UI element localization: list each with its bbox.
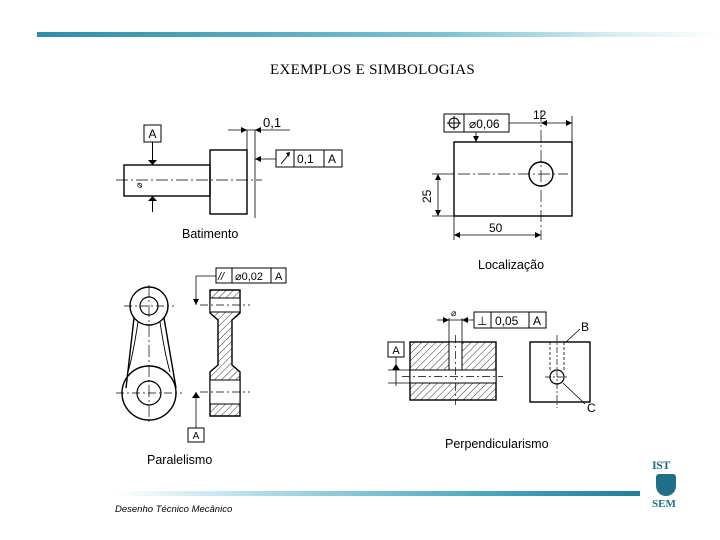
paralelismo-frame-value: ⌀0,02 <box>235 271 263 283</box>
logo-bottom-text: SEM <box>652 498 676 510</box>
top-accent-bar <box>37 32 720 37</box>
localizacao-dim-bottom: 50 <box>489 221 503 235</box>
batimento-diameter-symbol: ⌀ <box>134 182 144 188</box>
batimento-frame-datum: A <box>328 152 336 166</box>
perpendicularismo-label-b: B <box>581 320 589 334</box>
caption-localizacao: Localização <box>478 258 545 272</box>
paralelismo-datum-label: A <box>193 431 200 442</box>
localizacao-frame-value: ⌀0,06 <box>469 117 500 131</box>
paralelismo-frame-datum: A <box>275 271 283 283</box>
page-title: EXEMPLOS E SIMBOLOGIAS <box>270 62 475 78</box>
caption-perpendicularismo: Perpendicularismo <box>445 437 549 451</box>
footer-text: Desenho Técnico Mecânico <box>115 504 233 515</box>
batimento-tolerance-top: 0,1 <box>263 115 281 130</box>
bottom-accent-bar <box>115 491 640 496</box>
batimento-frame-value: 0,1 <box>297 152 314 166</box>
caption-batimento: Batimento <box>182 227 239 241</box>
perpendicularismo-diameter-symbol: ⌀ <box>451 308 457 318</box>
localizacao-dim-top: 12 <box>533 108 547 122</box>
perpendicularismo-label-c: C <box>587 401 596 415</box>
perpendicularismo-frame-datum: A <box>533 314 541 328</box>
ist-sem-logo: IST SEM <box>652 458 682 514</box>
perpendicularismo-frame-symbol: ⊥ <box>477 314 487 328</box>
paralelismo-frame-symbol: // <box>217 271 225 283</box>
caption-paralelismo: Paralelismo <box>147 453 213 467</box>
perpendicularismo-datum-label: A <box>392 345 400 357</box>
logo-top-text: IST <box>652 458 670 472</box>
perpendicularismo-frame-value: 0,05 <box>495 314 519 328</box>
localizacao-dim-left: 25 <box>420 189 434 203</box>
batimento-datum-label: A <box>148 127 156 141</box>
logo-emblem-icon <box>656 474 676 496</box>
